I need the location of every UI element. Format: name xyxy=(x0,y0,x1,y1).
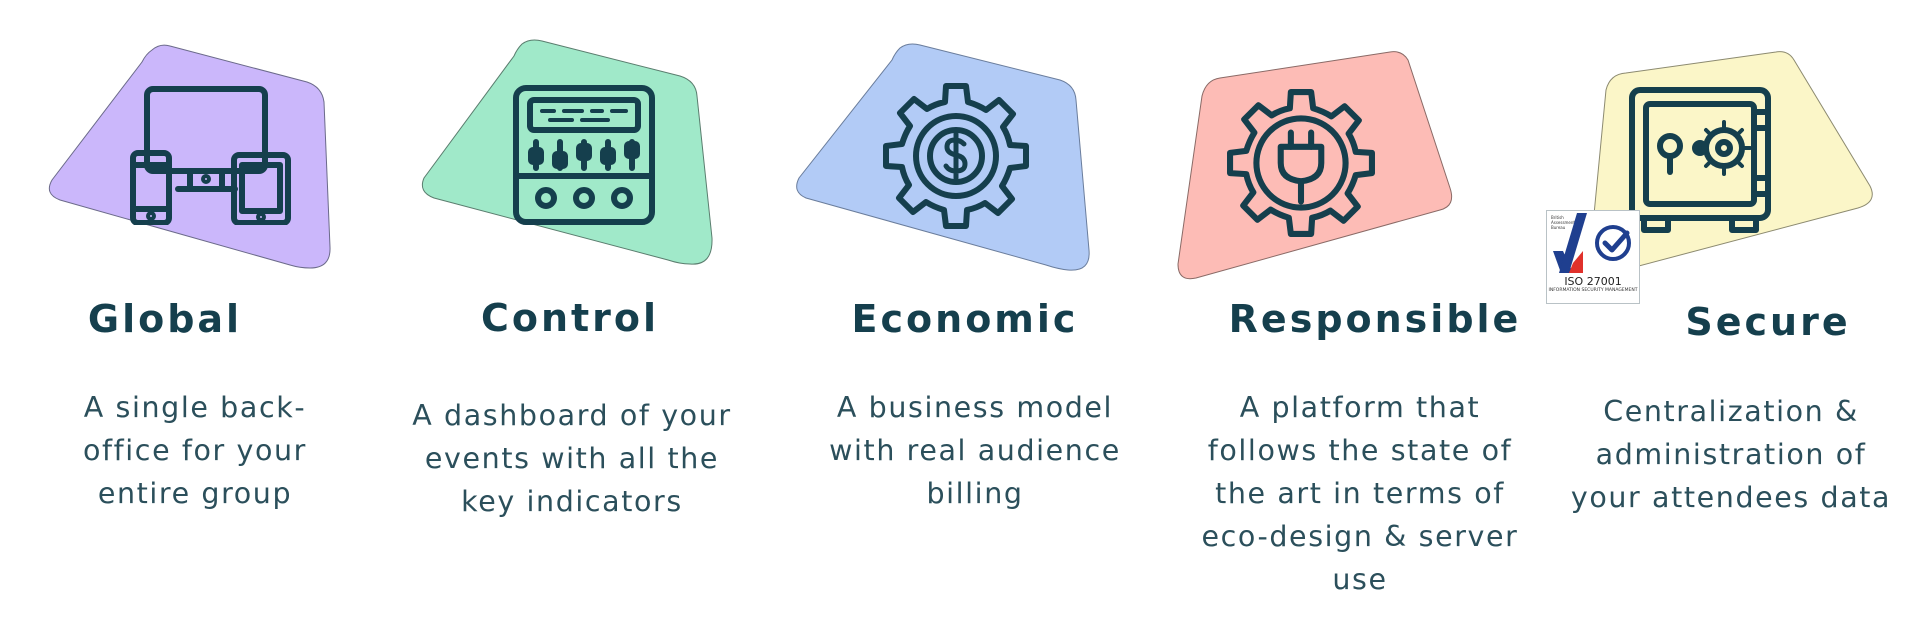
feature-secure: Secure Centralization & administration o… xyxy=(1560,0,1920,628)
dollar-gear-icon xyxy=(882,82,1030,230)
blob-shape xyxy=(1174,50,1456,282)
feature-responsible: Responsible A platform that follows the … xyxy=(1170,0,1560,628)
feature-control: Control A dashboard of your events with … xyxy=(390,0,780,628)
plug-gear-icon xyxy=(1226,88,1376,238)
feature-global: Global A single back-office for your ent… xyxy=(0,0,390,628)
feature-description: A platform that follows the state of the… xyxy=(1201,391,1519,596)
iso-27001-badge: British Assessment Bureau ISO 27001 INFO… xyxy=(1546,210,1640,304)
feature-description: A dashboard of your events with all the … xyxy=(412,399,732,518)
feature-description: A business model with real audience bill… xyxy=(829,391,1121,510)
devices-icon xyxy=(130,85,300,225)
certification-check-icon xyxy=(1553,213,1631,273)
badge-subtitle: INFORMATION SECURITY MANAGEMENT xyxy=(1548,288,1638,293)
control-panel-icon xyxy=(512,84,658,226)
blob-shape xyxy=(418,38,714,270)
feature-title: Secure xyxy=(1685,300,1851,344)
feature-description: A single back-office for your entire gro… xyxy=(82,391,307,510)
feature-description: Centralization & administration of your … xyxy=(1570,395,1892,514)
safe-icon xyxy=(1628,86,1774,234)
feature-title: Economic xyxy=(851,297,1079,341)
feature-title: Global xyxy=(87,297,243,341)
feature-title: Control xyxy=(480,296,660,340)
feature-economic: Economic A business model with real audi… xyxy=(780,0,1170,628)
badge-issuer-text: British Assessment Bureau xyxy=(1551,215,1575,230)
blob-shape xyxy=(792,42,1092,274)
badge-title: ISO 27001 xyxy=(1564,275,1622,288)
feature-title: Responsible xyxy=(1228,297,1522,341)
